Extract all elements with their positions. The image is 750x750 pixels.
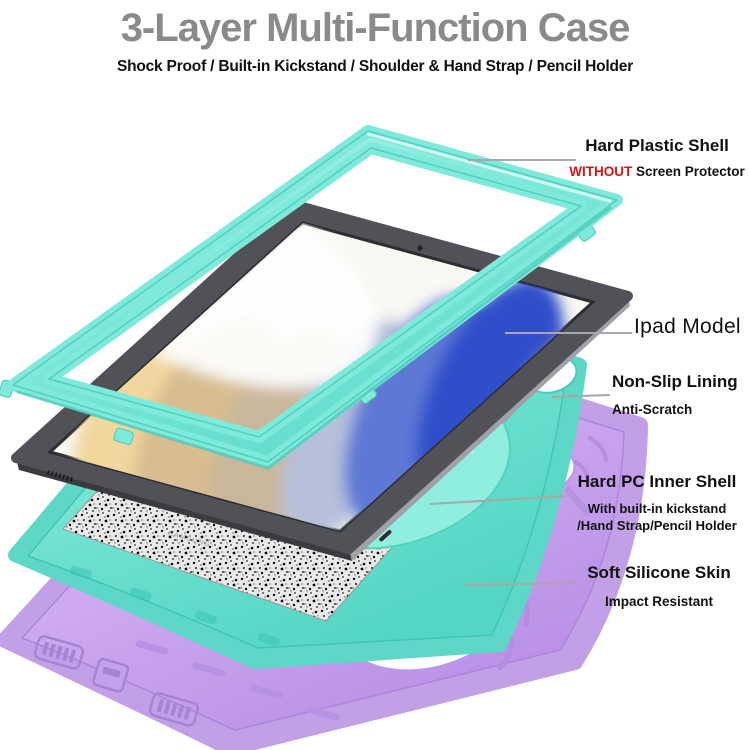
leader-line-inner [429,495,566,505]
frame-ring-outline [12,130,618,463]
label-sub: Impact Resistant [604,594,714,609]
label-sub-line1: With built-in kickstand [587,501,727,516]
plastic-shell-layer [0,125,623,470]
label-sub: With built-in kickstand /Hand Strap/Penc… [558,500,750,534]
label-title: Soft Silicone Skin [587,563,731,582]
label-sub: WITHOUT Screen Protector [556,163,750,180]
label-ipad-model: Ipad Model [634,315,750,338]
label-title: Non-Slip Lining [612,372,738,391]
label-soft-silicone-skin: Soft Silicone Skin Impact Resistant [560,563,750,610]
label-title: Hard PC Inner Shell [577,472,737,491]
label-title: Hard Plastic Shell [585,136,729,155]
label-hard-plastic-shell: Hard Plastic Shell WITHOUT Screen Protec… [556,136,750,180]
skin-button-cutout [92,657,130,693]
frame-bottom-shadow [16,206,612,470]
page-title: 3-Layer Multi-Function Case [120,6,631,50]
label-sub: Anti-Scratch [612,402,693,417]
leader-line-skin [465,582,577,586]
label-sub-highlight: WITHOUT [569,164,633,179]
label-sub-line2: /Hand Strap/Pencil Holder [577,518,737,533]
front-camera-icon [417,245,423,251]
header: 3-Layer Multi-Function Case Shock Proof … [0,6,750,76]
label-hard-pc-inner-shell: Hard PC Inner Shell With built-in kickst… [558,472,750,534]
side-port-pins [46,470,73,482]
charging-port [379,529,392,542]
label-sub-rest: Screen Protector [632,164,745,179]
leader-lines [429,159,632,586]
label-title: Ipad Model [634,315,741,338]
skin-corner-ridges [574,436,608,484]
speaker-grille [148,692,200,727]
label-non-slip-lining: Non-Slip Lining Anti-Scratch [612,372,750,418]
page-subtitle: Shock Proof / Built-in Kickstand / Shoul… [116,58,634,75]
speaker-grille [33,635,85,670]
leader-line-lining [551,394,611,398]
frame-top-highlight [366,132,612,203]
